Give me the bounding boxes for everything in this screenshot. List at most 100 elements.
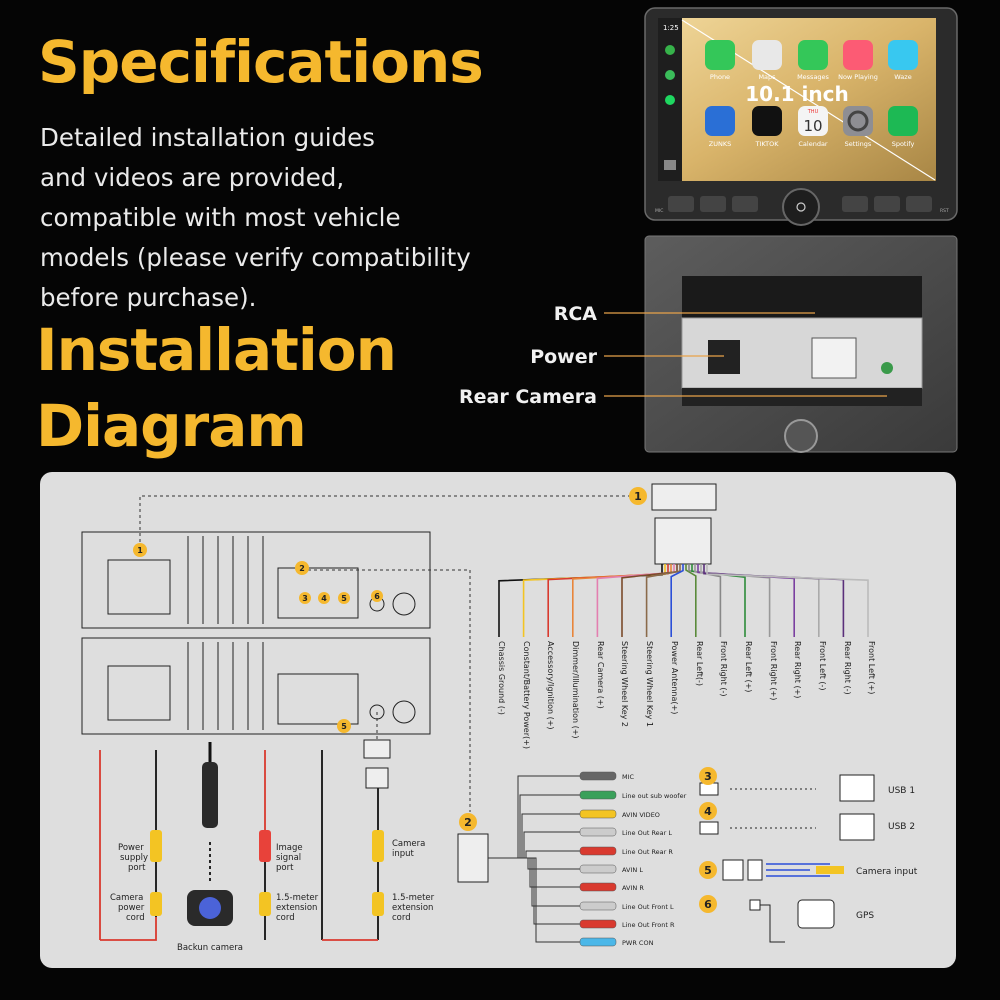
wire-label: Front Left (-) — [818, 641, 827, 691]
iso-wire — [670, 564, 684, 637]
rca-plug — [579, 790, 617, 800]
camera-input-label: Camera input — [856, 867, 918, 877]
camera-port — [881, 362, 893, 374]
previous-button — [732, 196, 758, 212]
number-markers: 1 1 2 3 4 5 6 5 2 3 4 5 6 — [133, 487, 717, 913]
rca-label: Line Out Rear R — [622, 848, 673, 856]
back-button — [700, 196, 726, 212]
installation-title: Installation — [36, 316, 397, 384]
iso-wire — [706, 564, 869, 637]
iso-wire-group — [498, 564, 869, 637]
camera-cable-junction — [202, 762, 218, 828]
camera-connectors — [150, 739, 391, 926]
rca-plug — [579, 809, 617, 819]
product-photos: 1:25 Phone Maps Messages Now Playing Waz… — [459, 7, 958, 453]
installation-diagram: Chassis Ground (-) Constant/Battery Powe… — [40, 472, 956, 968]
description-line: compatible with most vehicle — [40, 203, 401, 232]
phone-icon — [705, 40, 735, 70]
marker-1: 1 — [634, 490, 642, 503]
rear-camera-label: Rear Camera — [459, 386, 597, 408]
camera-input-plug — [816, 866, 844, 874]
wire-label: Front Left (+) — [867, 641, 876, 694]
head-unit-outline-top — [81, 531, 431, 629]
connector-2 — [457, 833, 489, 883]
settings-icon — [843, 106, 873, 136]
description-line: and videos are provided, — [40, 163, 345, 192]
rca-label: Line out sub woofer — [622, 792, 687, 800]
marker-6: 6 — [374, 592, 380, 601]
rca-label: MIC — [622, 773, 635, 781]
wire-label: Rear Right (+) — [793, 641, 802, 698]
mic-label: MIC — [655, 208, 663, 214]
rca-connector — [811, 337, 857, 379]
specifications-title: Specifications — [38, 28, 484, 96]
rca-plug — [579, 846, 617, 856]
rca-plug — [579, 771, 617, 781]
marker-4: 4 — [321, 594, 327, 603]
wire-label: Front Right (+) — [769, 641, 778, 700]
camera-lens-icon — [199, 897, 221, 919]
backup-camera-label: Backun camera — [177, 943, 243, 953]
rca-label: AVIN VIDEO — [622, 811, 660, 819]
app-icons-row2: THU 10 ZUNKS TIKTOK Calendar Settings Sp… — [705, 106, 918, 148]
description-line: Detailed installation guides — [40, 123, 375, 152]
wire-label: Rear Camera (+) — [596, 641, 605, 709]
maps-icon — [752, 40, 782, 70]
usb-1-label: USB 1 — [888, 786, 915, 796]
head-unit-outline-bottom — [81, 637, 431, 735]
rear-knob — [784, 419, 818, 453]
marker-3: 3 — [302, 594, 308, 603]
rca-label: Line Out Rear L — [622, 829, 672, 837]
now-playing-icon — [843, 40, 873, 70]
harness-plug — [654, 517, 712, 565]
marker-4: 4 — [704, 805, 712, 818]
specifications-description: Detailed installation guides and videos … — [40, 118, 471, 318]
marker-1: 1 — [137, 546, 143, 555]
rca-plug — [579, 882, 617, 892]
rca-wire — [488, 857, 580, 943]
wire-label: Dimmer/Illumination (+) — [571, 641, 580, 739]
power-supply-port-connector — [150, 830, 162, 862]
marker-5: 5 — [704, 864, 712, 877]
calendar-day: THU — [807, 109, 819, 115]
rca-label: AVIN L — [622, 866, 643, 874]
sidebar-grid-icon — [664, 160, 676, 170]
app-label: Waze — [894, 73, 911, 81]
usb-2-port — [839, 813, 875, 841]
rca-plug — [579, 937, 617, 947]
marker-2: 2 — [464, 816, 472, 829]
screen-size-label: 10.1 inch — [745, 82, 849, 106]
sidebar-maps-icon — [665, 70, 675, 80]
next-button — [842, 196, 868, 212]
marker-5: 5 — [341, 594, 347, 603]
tiktok-icon — [752, 106, 782, 136]
camera-input-connector — [372, 830, 384, 862]
power-icon — [796, 202, 806, 212]
connector-2-guide — [302, 569, 471, 812]
waze-icon — [888, 40, 918, 70]
gps-label: GPS — [856, 911, 874, 921]
image-signal-port-connector — [259, 830, 271, 862]
bottom-bracket — [682, 388, 922, 406]
usb-2-label: USB 2 — [888, 822, 915, 832]
iso-wire — [621, 564, 678, 637]
marker-3: 3 — [704, 770, 712, 783]
wire-label: Rear Left (+) — [744, 641, 753, 692]
rca-label: Line Out Front R — [622, 921, 675, 929]
wire-label: Front Right (-) — [719, 641, 728, 697]
spotify-icon — [888, 106, 918, 136]
power-label: Power — [530, 346, 597, 368]
rca-plug — [579, 864, 617, 874]
power-connector — [708, 340, 740, 374]
rca-plug — [579, 919, 617, 929]
marker-2: 2 — [299, 564, 305, 573]
description-line: before purchase). — [40, 283, 257, 312]
rca-label: RCA — [554, 303, 598, 325]
connector-1-guide — [139, 495, 630, 548]
